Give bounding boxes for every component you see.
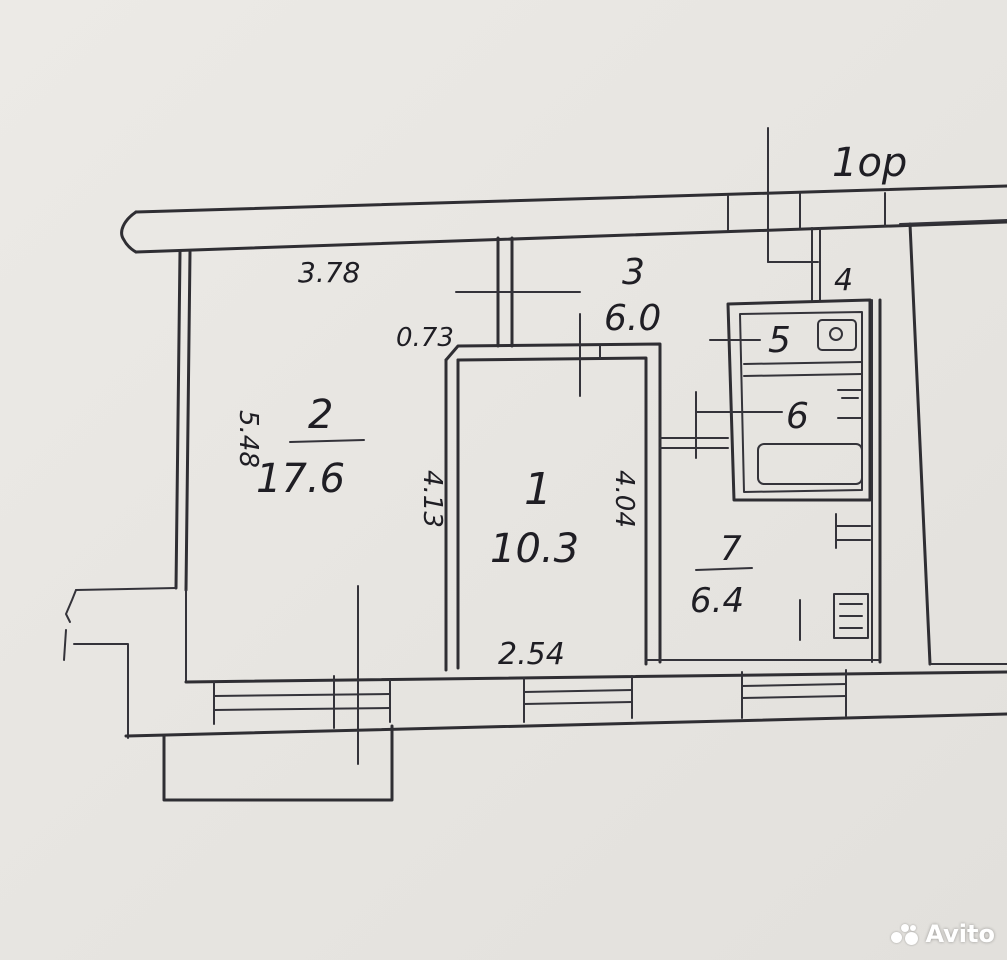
room-7-number: 7	[720, 529, 742, 569]
dimension-partition-gap: 0.73	[396, 323, 454, 353]
room-label-7: 7 6.4	[690, 529, 753, 621]
room-2-number: 2	[308, 392, 333, 438]
vent-shaft	[767, 127, 821, 301]
dimension-room2-width: 3.78	[298, 256, 360, 289]
dimension-room1-width: 2.54	[498, 637, 565, 672]
bottom-wall	[124, 670, 1007, 738]
partition-wall	[455, 236, 581, 348]
room-3-number: 3	[622, 252, 645, 293]
room-1-area: 10.3	[490, 526, 579, 572]
room-3-area: 6.0	[604, 298, 661, 339]
header-mark: 1ор	[832, 140, 907, 186]
room-label-3: 3 6.0	[604, 252, 661, 339]
top-wall	[120, 184, 1007, 254]
room-7-area: 6.4	[690, 581, 744, 621]
dimension-room1-left: 4.13	[417, 470, 447, 528]
room-4-number: 4	[834, 263, 853, 298]
room-6-number: 6	[786, 396, 809, 437]
room-2-area: 17.6	[256, 456, 345, 502]
room-1-number: 1	[524, 464, 552, 515]
room-5-number: 5	[768, 320, 791, 361]
room-label-1: 1 10.3	[490, 464, 579, 572]
bathroom-block	[659, 298, 872, 502]
avito-logo-icon	[891, 923, 919, 945]
window-room-7	[741, 669, 847, 719]
window-room-1	[523, 675, 633, 723]
avito-watermark: Avito	[891, 920, 995, 948]
window-room-2	[213, 675, 391, 729]
room-label-2: 2 17.6	[256, 392, 365, 502]
dimension-room1-right: 4.04	[609, 470, 639, 528]
neighbour-wall	[899, 219, 1007, 666]
dimension-room2-depth: 5.48	[233, 410, 263, 468]
room-2-walls	[63, 250, 192, 739]
balcony	[162, 585, 394, 802]
room-7-walls	[645, 298, 882, 664]
room-1-walls	[444, 313, 662, 672]
avito-brand-text: Avito	[925, 920, 995, 948]
